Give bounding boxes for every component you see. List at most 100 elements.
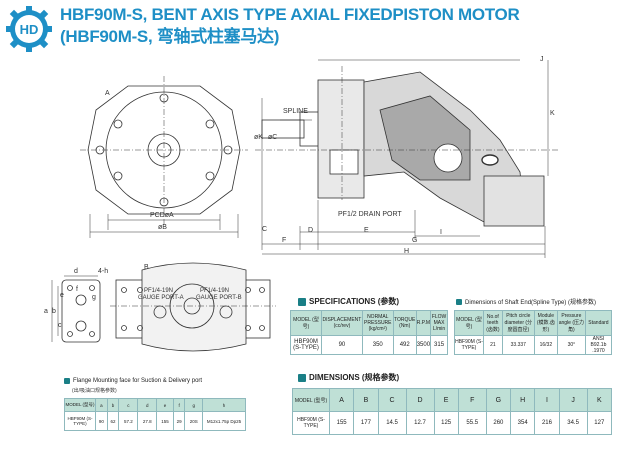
dim-h: 354 (510, 411, 536, 435)
shaft-header-module: Module (模数.齿形) (533, 310, 558, 336)
flange-model: HBF90M (S-TYPE) (64, 411, 96, 431)
shaft-heading-text: Dimensions of Shaft End(Spline Type) (规格… (465, 300, 596, 306)
spec-header-torque: TORQUE (Nm) (392, 310, 417, 336)
view-b-label: B (144, 264, 149, 271)
flange-e-label: e (60, 292, 64, 299)
shaft-header-model: MODEL (型号) (454, 310, 484, 336)
flange-h: M12x1.75p Dp25 (202, 411, 246, 431)
dimensions-table: MODEL (型号) A B C D E F G H I J K HBF90M … (292, 388, 613, 435)
drain-port-label: PF1/2 DRAIN PORT (338, 211, 402, 218)
dim-c-dia-label: øC (268, 134, 278, 141)
dim-h-label: H (404, 248, 410, 255)
flange-header-d: d (137, 398, 158, 412)
dim-header-c: C (377, 388, 407, 412)
dim-j-label: J (540, 56, 544, 63)
specifications-table: MODEL (型号) DISPLACEMENT (cc/rev) NORMAL … (290, 310, 448, 355)
flange-header-e: e (156, 398, 174, 412)
dim-j: 34.5 (558, 411, 588, 435)
title-line-1: HBF90M-S, BENT AXIS TYPE AXIAL FIXEDPIST… (60, 5, 520, 24)
dim-b: 177 (353, 411, 379, 435)
gauge-port-b-size: PF1/4-19N (200, 288, 230, 294)
table-row: HBF90M (S-TYPE) 90 350 492 3500 315 (290, 335, 448, 355)
flange-f: 29 (172, 411, 186, 431)
dim-e: 125 (433, 411, 459, 435)
shaft-angle: 30° (556, 335, 586, 355)
table-row: HBF90M (S-TYPE) 90 62 57.2 27.8 155 29 2… (64, 411, 246, 431)
flange-heading: Flange Mounting face for Suction & Deliv… (64, 378, 202, 384)
front-view-drawing (80, 76, 248, 238)
shaft-header-teeth: No.of teeth (齿数) (483, 310, 503, 336)
dimensions-heading-text: DIMENSIONS (规格参数) (309, 373, 400, 382)
dim-d-label: D (308, 227, 314, 234)
dim-i-label: I (440, 229, 442, 236)
flange-header-h: h (202, 398, 246, 412)
dim-a: 155 (328, 411, 355, 435)
spec-rpm: 3500 (415, 335, 432, 355)
shaft-model: HBF90M (S-TYPE) (454, 335, 484, 355)
dim-k-dia-label: øK (254, 134, 263, 141)
flange-header-c: c (118, 398, 139, 412)
spec-displacement: 90 (321, 335, 363, 355)
dim-g-label: G (412, 237, 418, 244)
dia-b-label: øB (158, 224, 167, 231)
flange-g-label: g (92, 294, 96, 301)
flange-table: MODEL (型号) a b c d e f g h HBF90M (S-TYP… (64, 398, 246, 431)
spec-header-pressure: NORMAL PRESSURE (kg/cm²) (361, 310, 394, 336)
dim-model: HBF90M (S-TYPE) (292, 411, 330, 435)
dim-g: 260 (485, 411, 512, 435)
logo-letters: HD (20, 22, 39, 37)
side-section-drawing (255, 59, 560, 258)
table-row: HBF90M (S-TYPE) 21 33.337 16/32 30° ANSI… (454, 335, 613, 355)
shaft-header-pitch: Pitch circle diameter (分度圆直径) (501, 310, 535, 336)
dim-header-g: G (485, 388, 512, 412)
flange-c: 57.2 (118, 411, 139, 431)
flange-h-label: 4-h (98, 268, 109, 275)
dim-f: 55.5 (457, 411, 487, 435)
bullet-icon (456, 298, 462, 305)
flange-c-label: c (58, 322, 62, 329)
spec-header-model: MODEL (型号) (290, 310, 322, 336)
spec-torque: 492 (392, 335, 417, 355)
spline-label: SPLINE (283, 108, 308, 115)
flange-f-label: f (76, 286, 78, 293)
flange-e: 155 (156, 411, 174, 431)
flange-b: 62 (106, 411, 120, 431)
dim-header-model: MODEL (型号) (292, 388, 330, 412)
flange-header-a: a (95, 398, 108, 412)
dim-header-b: B (353, 388, 379, 412)
spec-pressure: 350 (361, 335, 394, 355)
dim-header-j: J (558, 388, 588, 412)
page-title: HBF90M-S, BENT AXIS TYPE AXIAL FIXEDPIST… (60, 4, 520, 48)
dim-header-h: H (510, 388, 536, 412)
bullet-icon (298, 297, 306, 306)
spec-model: HBF90M (S-TYPE) (290, 335, 322, 355)
shaft-standard: ANSI B92.1b .1970 (584, 335, 613, 355)
dim-header-e: E (433, 388, 459, 412)
flange-d-label: d (74, 268, 78, 275)
flange-header-g: g (184, 398, 203, 412)
shaft-module: 16/32 (533, 335, 558, 355)
spec-header-displacement: DISPLACEMENT (cc/rev) (321, 310, 363, 336)
view-a-label: A (105, 90, 110, 97)
dim-c-label: C (262, 226, 268, 233)
flange-b-label: b (52, 308, 56, 315)
flange-d: 27.8 (137, 411, 158, 431)
shaft-header-angle: Pressure angle (压力角) (556, 310, 586, 336)
dim-i: 216 (534, 411, 560, 435)
pcd-label: PCDøA (150, 212, 174, 219)
title-line-2: (HBF90M-S, 弯轴式柱塞马达) (60, 27, 280, 46)
spec-header-flow: FLOW MAX L/min (430, 310, 448, 336)
dim-header-k: K (586, 388, 613, 412)
dim-k: 127 (586, 411, 613, 435)
flange-a: 90 (95, 411, 108, 431)
gauge-port-b-label: GAUGE PORT-B (196, 295, 242, 301)
specifications-heading-text: SPECIFICATIONS (参数) (309, 297, 400, 306)
spec-header-rpm: R.P.M (415, 310, 432, 336)
spec-flow: 315 (430, 335, 448, 355)
bullet-icon (64, 378, 70, 384)
flange-heading-text: Flange Mounting face for Suction & Deliv… (73, 378, 203, 384)
specifications-heading: SPECIFICATIONS (参数) (298, 296, 399, 307)
shaft-teeth: 21 (483, 335, 503, 355)
flange-subheading: (出/吸油口规格参数) (72, 388, 117, 394)
